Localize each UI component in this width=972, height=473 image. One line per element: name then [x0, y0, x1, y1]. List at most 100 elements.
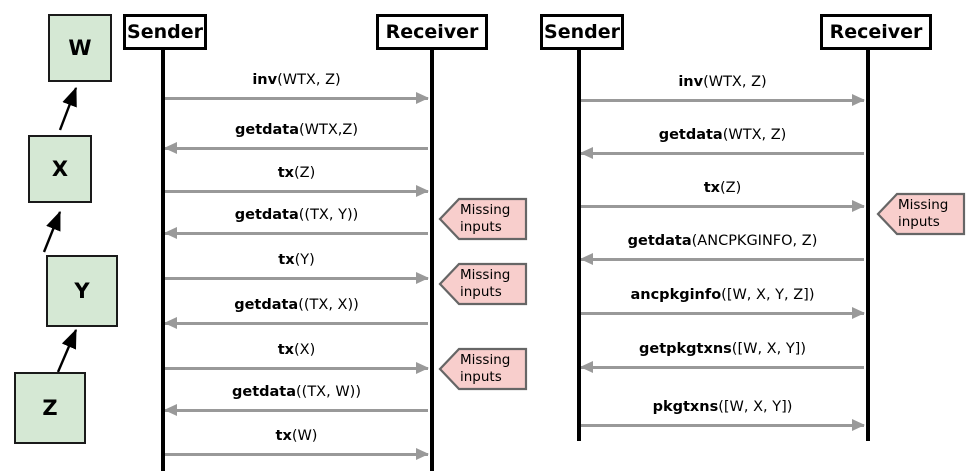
message-label: getdata((TX, W))	[165, 384, 428, 401]
callout-text: Missing inputs	[460, 262, 526, 306]
lifeline-sender-right	[577, 50, 581, 441]
actor-sender-left: Sender	[123, 14, 207, 50]
actor-label: Sender	[127, 21, 203, 43]
callout-line-1: Missing	[460, 202, 511, 219]
message-args: (ANCPKGINFO, Z)	[691, 233, 818, 250]
callout-shape-icon	[876, 192, 966, 236]
message-label: getdata((TX, Y))	[165, 207, 428, 224]
message-line	[581, 99, 864, 102]
callout-text: Missing inputs	[460, 347, 526, 391]
message-line	[165, 409, 428, 412]
callout-line-1: Missing	[898, 197, 949, 214]
callout-missing-inputs: Missing inputs	[876, 192, 966, 236]
message-command: tx	[277, 165, 295, 182]
message-line	[165, 322, 428, 325]
lifeline-receiver-left	[430, 50, 434, 471]
callout-line-1: Missing	[460, 267, 511, 284]
message-label: getpkgtxns([W, X, Y])	[581, 341, 864, 358]
message-args: ((TX, X))	[298, 297, 359, 314]
tx-node-x: X	[28, 135, 92, 203]
message-label: getdata(ANCPKGINFO, Z)	[581, 233, 864, 250]
message-line	[581, 152, 864, 155]
message-command: getdata	[231, 384, 297, 401]
message-label: getdata(WTX, Z)	[581, 127, 864, 144]
tx-node-y: Y	[46, 255, 118, 327]
callout-line-2: inputs	[460, 284, 502, 300]
arrowhead-right-icon	[852, 307, 865, 319]
message-command: pkgtxns	[652, 399, 719, 416]
message-line	[165, 232, 428, 235]
callout-text: Missing inputs	[460, 197, 526, 241]
arrowhead-left-icon	[164, 317, 177, 329]
arrowhead-right-icon	[852, 200, 865, 212]
message-command: getdata	[627, 233, 692, 250]
message-args: ((TX, W))	[296, 384, 361, 401]
message-label: tx(Z)	[581, 180, 864, 197]
arrowhead-left-icon	[164, 142, 177, 154]
arrowhead-right-icon	[852, 94, 865, 106]
actor-sender-right: Sender	[540, 14, 624, 50]
callout-line-2: inputs	[460, 219, 502, 235]
message-line	[581, 205, 864, 208]
arrowhead-right-icon	[416, 362, 429, 374]
message-command: tx	[703, 180, 721, 197]
message-line	[581, 366, 864, 369]
message-line	[165, 147, 428, 150]
arrowhead-right-icon	[416, 448, 429, 460]
callout-shape-icon	[438, 262, 528, 306]
message-label: tx(X)	[165, 342, 428, 359]
lifeline-receiver-right	[866, 50, 870, 441]
message-command: getdata	[234, 122, 300, 139]
arrowhead-right-icon	[416, 92, 429, 104]
message-line	[165, 453, 428, 456]
message-label: tx(Y)	[165, 252, 428, 269]
message-args: (WTX, Z)	[277, 72, 341, 89]
message-line	[581, 258, 864, 261]
arrowhead-left-icon	[580, 361, 593, 373]
tx-node-label: W	[68, 36, 92, 60]
message-args: (WTX, Z)	[722, 127, 787, 144]
callout-missing-inputs: Missing inputs	[438, 262, 528, 306]
message-command: inv	[252, 72, 278, 89]
message-label: inv(WTX, Z)	[581, 74, 864, 91]
message-command: getdata	[658, 127, 723, 144]
message-line	[165, 367, 428, 370]
callout-line-2: inputs	[898, 214, 940, 230]
message-command: tx	[277, 342, 295, 359]
message-line	[165, 277, 428, 280]
callout-shape-icon	[438, 347, 528, 391]
callout-text: Missing inputs	[898, 192, 964, 236]
tx-node-label: X	[51, 157, 69, 181]
message-args: (WTX, Z)	[703, 74, 767, 91]
message-args: ([W, X, Y])	[731, 341, 806, 358]
lifeline-sender-left	[161, 50, 165, 471]
message-label: getdata((TX, X))	[165, 297, 428, 314]
message-command: ancpkginfo	[630, 287, 722, 304]
message-command: inv	[678, 74, 704, 91]
actor-receiver-right: Receiver	[820, 14, 932, 50]
message-args: (Z)	[720, 180, 742, 197]
message-line	[581, 312, 864, 315]
message-command: getpkgtxns	[639, 341, 732, 358]
arrowhead-left-icon	[164, 227, 177, 239]
message-args: ((TX, Y))	[298, 207, 359, 224]
callout-line-1: Missing	[460, 352, 511, 369]
message-args: (WTX,Z)	[299, 122, 358, 139]
tx-node-w: W	[48, 14, 112, 82]
message-args: ([W, X, Y, Z])	[721, 287, 815, 304]
actor-label: Receiver	[829, 21, 923, 43]
callout-line-2: inputs	[460, 369, 502, 385]
message-label: tx(Z)	[165, 165, 428, 182]
message-line	[581, 424, 864, 427]
message-command: getdata	[234, 297, 299, 314]
message-args: ([W, X, Y])	[718, 399, 793, 416]
message-line	[165, 97, 428, 100]
message-label: inv(WTX, Z)	[165, 72, 428, 89]
callout-shape-icon	[438, 197, 528, 241]
message-command: tx	[275, 428, 292, 445]
callout-missing-inputs: Missing inputs	[438, 347, 528, 391]
message-label: ancpkginfo([W, X, Y, Z])	[581, 287, 864, 304]
message-args: (Y)	[294, 252, 315, 269]
actor-label: Sender	[544, 21, 620, 43]
message-args: (Z)	[294, 165, 316, 182]
